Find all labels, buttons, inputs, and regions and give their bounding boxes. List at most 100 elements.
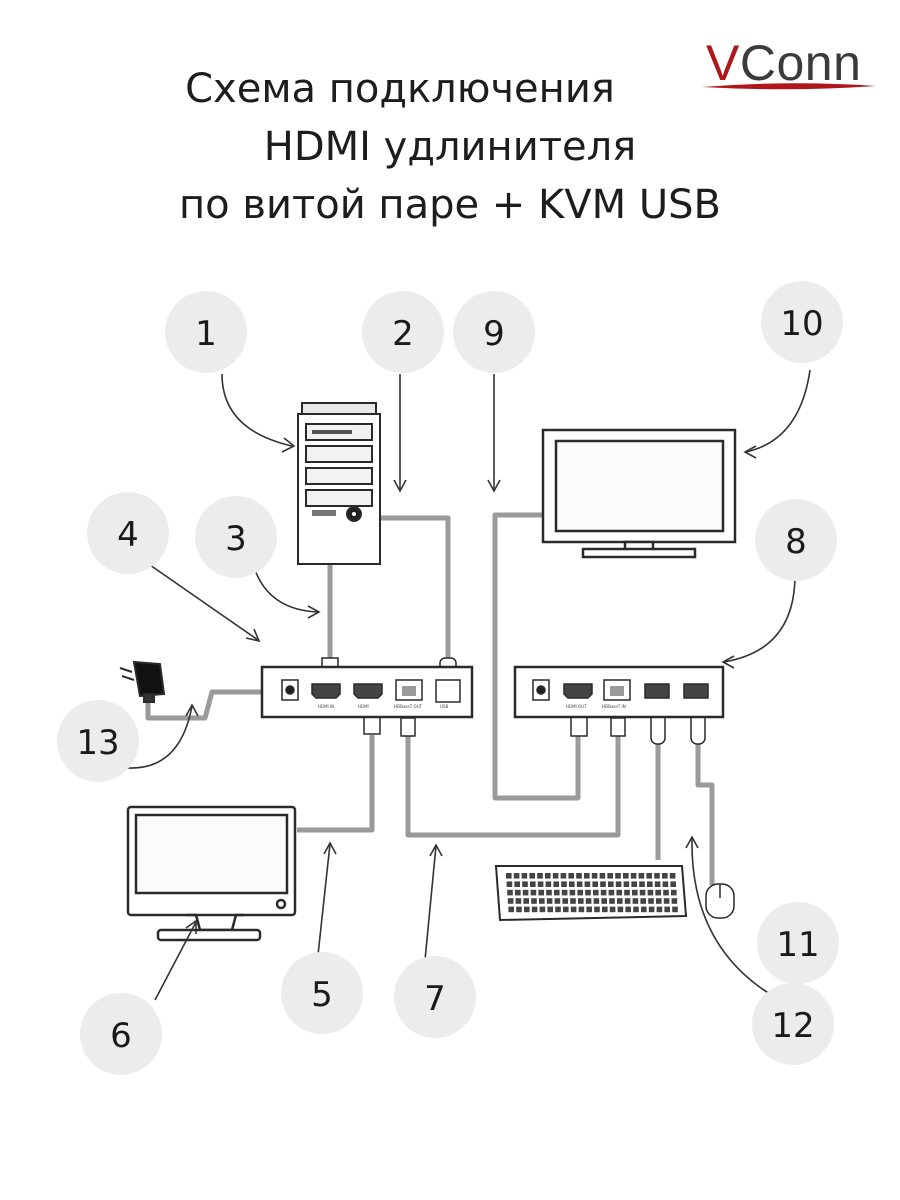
keyboard-key (555, 906, 561, 913)
keyboard-key (601, 898, 607, 904)
keyboard-key (546, 889, 552, 896)
keyboard-key (560, 873, 567, 879)
mouse-icon (705, 883, 735, 919)
keyboard-key (578, 898, 584, 904)
keyboard-key (608, 881, 614, 887)
keyboard-key (531, 898, 537, 904)
keyboard-key (623, 881, 630, 887)
svg-text:13: 13 (76, 723, 119, 763)
svg-text:4: 4 (117, 515, 139, 555)
callout-4: 4 (87, 492, 169, 574)
svg-text:9: 9 (483, 314, 505, 354)
keyboard-key (617, 906, 624, 913)
keyboard-key (538, 889, 544, 896)
keyboard-key (648, 898, 654, 904)
keyboard-key (664, 906, 670, 913)
keyboard-key (616, 889, 622, 896)
keyboard-key (513, 873, 520, 879)
keyboard-key (514, 881, 520, 887)
callout-12: 12 (752, 983, 834, 1065)
keyboard-key (523, 898, 529, 904)
rj45-plug-tx (400, 717, 416, 737)
keyboard-key (554, 889, 560, 896)
keyboard-key (646, 873, 652, 879)
svg-text:7: 7 (424, 979, 446, 1019)
svg-text:3: 3 (225, 519, 247, 559)
keyboard-key (569, 889, 576, 896)
pc-usb-cable (378, 515, 451, 668)
keyboard-key (537, 881, 544, 887)
keyboard-key (617, 898, 623, 904)
pointer-arrows (127, 369, 811, 1001)
callout-10: 10 (761, 281, 843, 363)
arrow-11-12 (691, 837, 781, 1001)
power-cable (145, 665, 268, 721)
callout-13: 13 (57, 700, 139, 782)
power-adapter-icon (119, 660, 166, 703)
arrow-5 (317, 843, 331, 956)
cables (145, 512, 715, 885)
arrow-7 (424, 845, 437, 961)
rx-usb-port-2 (683, 683, 709, 699)
keyboard-key (633, 906, 639, 913)
keyboard-key (562, 898, 568, 904)
keyboard-key (654, 881, 661, 887)
keyboard-key (648, 906, 655, 913)
diagram-title: Схема подключения HDMI удлинителя по вит… (0, 60, 900, 234)
arrow-1 (221, 373, 293, 447)
keyboard-key (539, 898, 545, 904)
mouse-usb-cable (695, 722, 715, 885)
keyboard-key (670, 881, 676, 887)
keyboard-key (609, 906, 616, 913)
keyboard-key (530, 889, 537, 896)
keyboard-key (506, 873, 512, 879)
keyboard-key (671, 898, 678, 904)
keyboard-key (578, 906, 585, 913)
keyboard-key (592, 881, 598, 887)
keyboard-key (530, 881, 536, 887)
keyboard-key (625, 906, 631, 913)
keyboard-key (641, 906, 647, 913)
transmitter-icon: HDMI IN HDMI HDBaseT OUT USB (260, 665, 474, 719)
callout-5: 5 (281, 952, 363, 1034)
callout-8: 8 (755, 499, 837, 581)
keyboard-key (630, 873, 637, 879)
keyboard-key (547, 906, 553, 913)
svg-text:2: 2 (392, 314, 414, 354)
pc-tower-icon (297, 402, 381, 565)
keyboard-key (672, 906, 678, 913)
callout-3: 3 (195, 496, 277, 578)
keyboard-key (545, 873, 551, 879)
callout-2: 2 (362, 291, 444, 373)
keyboard-key (671, 889, 677, 896)
keyboard-key (586, 906, 592, 913)
arrow-6 (154, 921, 197, 1001)
keyboard-key (570, 906, 577, 913)
keyboard-key (576, 873, 582, 879)
keyboard-key (568, 873, 574, 879)
keyboard-key (615, 873, 621, 879)
keyboard-key (640, 898, 646, 904)
svg-text:5: 5 (311, 975, 333, 1015)
keyboard-key (521, 873, 528, 879)
keyboard-key (584, 873, 590, 879)
keyboard-key (507, 889, 513, 896)
logo-swoosh-icon (702, 83, 876, 90)
keyboard-key (602, 906, 608, 913)
keyboard-key (506, 881, 513, 887)
keyboard-key (663, 898, 670, 904)
keyboard-key (632, 889, 638, 896)
tx-usb-port (435, 679, 461, 703)
keyboard-key (591, 873, 598, 879)
keyboard-key (585, 889, 591, 896)
keyboard-key (647, 889, 654, 896)
logo-text: VConn (706, 35, 862, 91)
keyboard-key (662, 881, 669, 887)
keyboard-key (529, 873, 535, 879)
svg-text:HDMI IN: HDMI IN (318, 704, 334, 709)
keyboard-key (570, 898, 576, 904)
keyboard-key (608, 889, 615, 896)
svg-text:USB: USB (440, 704, 448, 709)
svg-text:6: 6 (110, 1016, 132, 1056)
keyboard-key (515, 889, 521, 896)
